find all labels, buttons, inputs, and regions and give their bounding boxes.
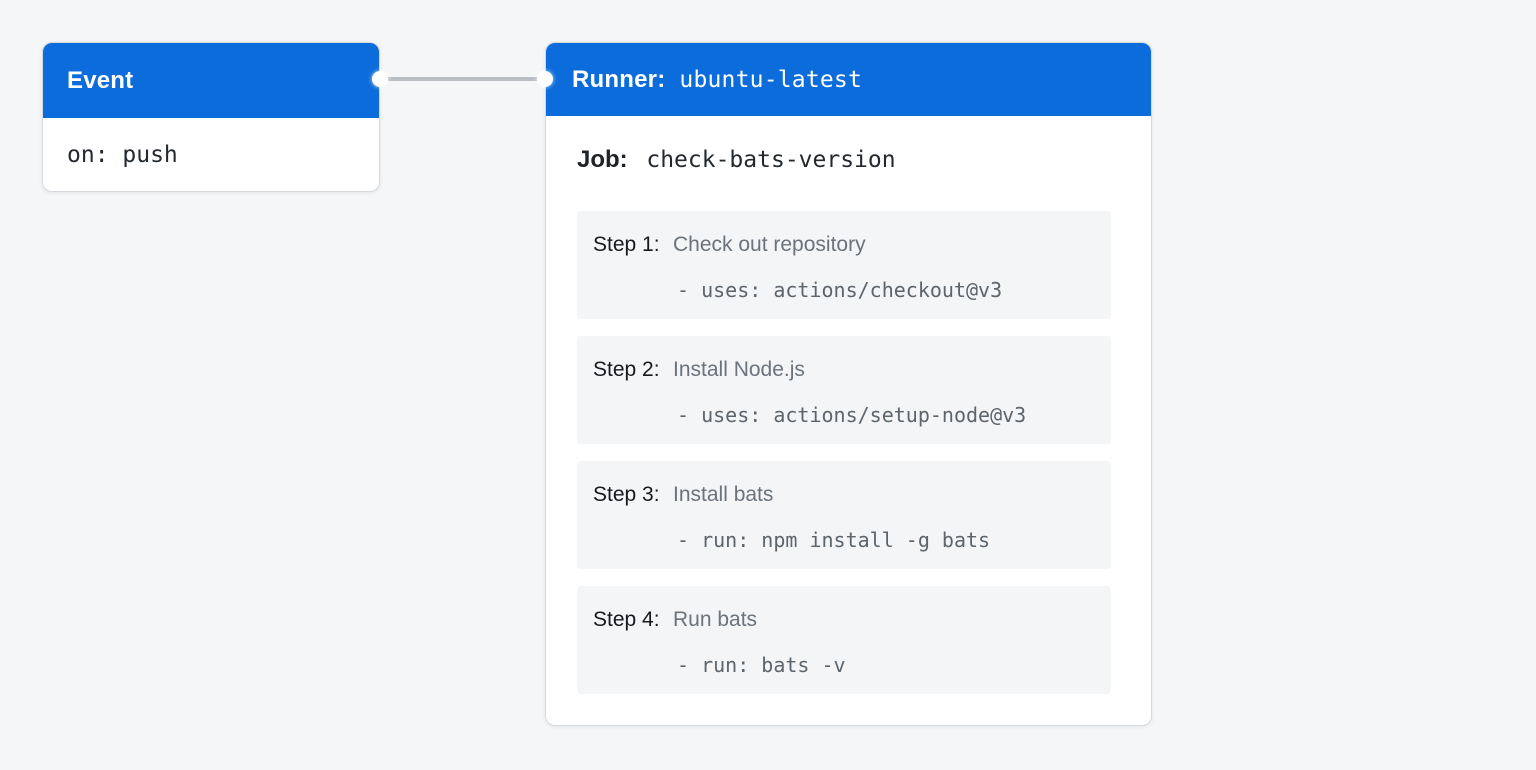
- step-code: - run: npm install -g bats: [677, 528, 991, 552]
- step-4: Step 4: Run bats - run: bats -v: [577, 586, 1111, 694]
- step-3: Step 3: Install bats - run: npm install …: [577, 461, 1111, 569]
- step-title-row: Step 4: Run bats: [593, 607, 1095, 633]
- step-label: Step 4:: [593, 608, 660, 631]
- step-2: Step 2: Install Node.js - uses: actions/…: [577, 336, 1111, 444]
- event-card-title: Event: [67, 66, 134, 94]
- runner-card-header: Runner: ubuntu-latest: [546, 43, 1151, 116]
- step-title-row: Step 3: Install bats: [593, 482, 1095, 508]
- step-code: - uses: actions/checkout@v3: [677, 278, 1003, 302]
- connector-dot-left: [372, 71, 388, 87]
- runner-card: Runner: ubuntu-latest Job: check-bats-ve…: [545, 42, 1152, 726]
- step-title-row: Step 1: Check out repository: [593, 232, 1095, 258]
- step-name: Install bats: [673, 483, 774, 506]
- step-label: Step 3:: [593, 483, 660, 506]
- connector-dot-right: [537, 71, 553, 87]
- step-code: - uses: actions/setup-node@v3: [677, 403, 1027, 427]
- step-name: Check out repository: [673, 233, 866, 256]
- step-name: Install Node.js: [673, 358, 805, 381]
- job-line: Job: check-bats-version: [577, 145, 1111, 175]
- step-title-row: Step 2: Install Node.js: [593, 357, 1095, 383]
- runner-card-body: Job: check-bats-version Step 1: Check ou…: [546, 116, 1151, 694]
- step-1: Step 1: Check out repository - uses: act…: [577, 211, 1111, 319]
- event-card-header: Event: [43, 43, 379, 118]
- step-label: Step 1:: [593, 233, 660, 256]
- step-label: Step 2:: [593, 358, 660, 381]
- step-name: Run bats: [673, 608, 758, 631]
- steps-list: Step 1: Check out repository - uses: act…: [577, 211, 1111, 694]
- step-code: - run: bats -v: [677, 653, 846, 677]
- event-trigger-code: on: push: [67, 142, 178, 168]
- job-value: check-bats-version: [646, 147, 896, 173]
- runner-title-value: ubuntu-latest: [679, 66, 863, 93]
- job-label: Job:: [577, 146, 628, 173]
- connector-line: [379, 77, 546, 81]
- event-card-body: on: push: [43, 118, 379, 191]
- runner-title-label: Runner:: [572, 65, 666, 93]
- event-card: Event on: push: [42, 42, 380, 192]
